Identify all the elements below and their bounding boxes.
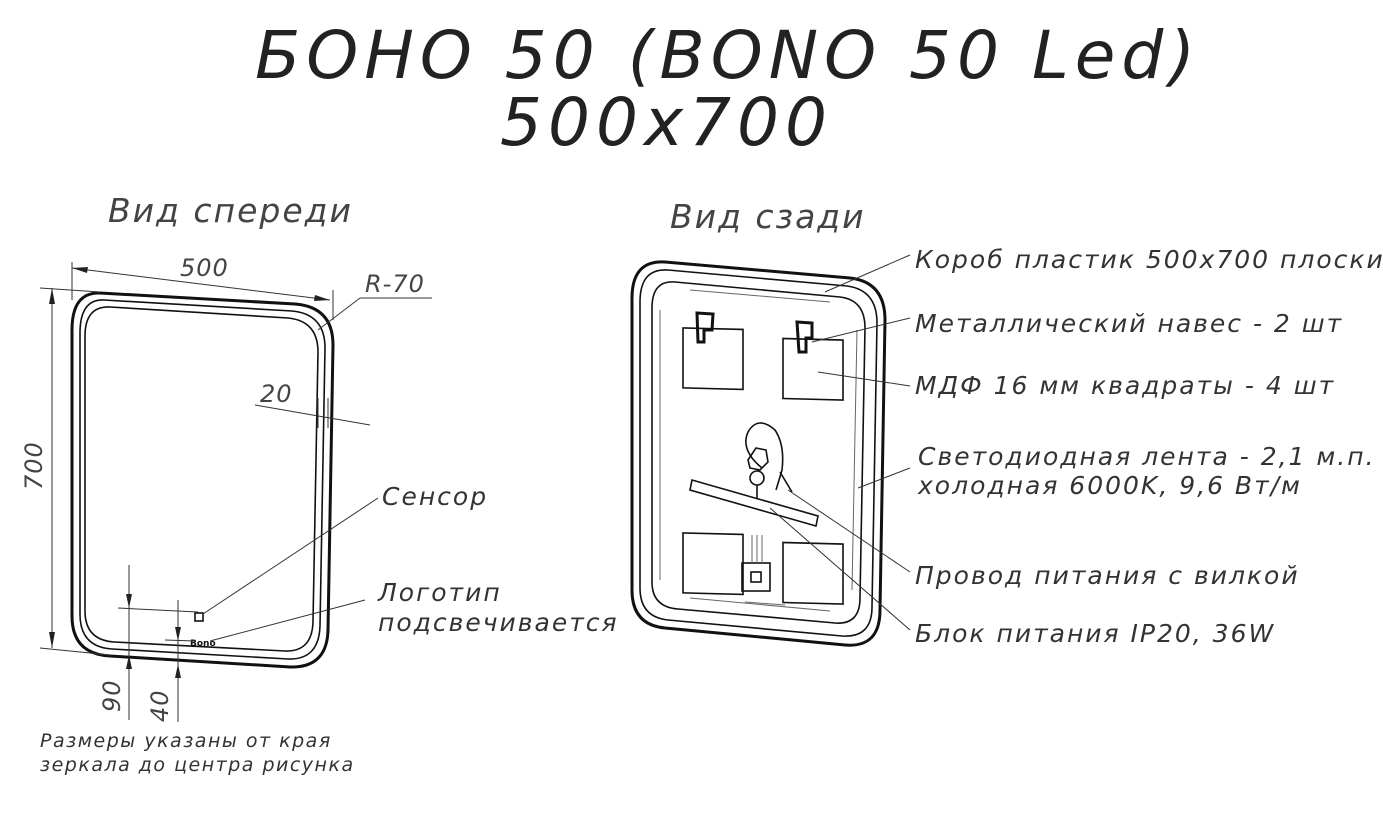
connector-box xyxy=(741,562,771,592)
dim-offsets: 90 40 xyxy=(98,565,199,722)
hanger-icon xyxy=(795,320,814,354)
dim-frame: 20 xyxy=(254,380,371,428)
label-logo-line2: подсвечивается xyxy=(378,608,619,637)
dim-radius-label: R-70 xyxy=(365,270,425,298)
plug-icon xyxy=(747,447,769,471)
dim-width: 500 xyxy=(71,254,334,320)
dim-logo-offset-label: 40 xyxy=(146,689,174,722)
callout-hanger: Металлический навес - 2 шт xyxy=(915,309,1343,338)
mdf-square xyxy=(782,541,844,605)
drawing-size: 500x700 xyxy=(500,84,833,161)
front-view-heading: Вид спереди xyxy=(108,191,353,230)
label-logo-line1: Логотип xyxy=(377,578,502,607)
drawing-title: БОНО 50 (BONO 50 Led) xyxy=(255,17,1201,94)
dim-height-label: 700 xyxy=(20,441,48,490)
sensor-icon xyxy=(194,612,204,622)
callout-led-line2: холодная 6000K, 9,6 Вт/м xyxy=(917,471,1302,500)
hanger-icon xyxy=(695,311,715,344)
back-view-heading: Вид сзади xyxy=(670,197,866,236)
mdf-square xyxy=(782,337,844,401)
dim-height: 700 xyxy=(20,287,111,656)
logo-icon: Bono xyxy=(190,639,216,649)
callout-mdf: МДФ 16 мм квадраты - 4 шт xyxy=(915,371,1335,400)
note-line2: зеркала до центра рисунка xyxy=(40,754,355,776)
back-mirror xyxy=(630,260,887,647)
dim-sensor-offset-label: 90 xyxy=(98,679,126,712)
label-sensor: Сенсор xyxy=(382,482,488,511)
front-mirror: Bono xyxy=(70,291,335,669)
front-callouts: Сенсор Логотип подсвечивается xyxy=(202,482,619,642)
power-supply xyxy=(689,478,819,528)
callout-box: Короб пластик 500x700 плоский xyxy=(915,245,1383,274)
back-callout-leaders xyxy=(769,254,911,631)
mdf-square xyxy=(682,327,744,391)
callout-psu: Блок питания IP20, 36W xyxy=(915,619,1275,648)
mdf-square xyxy=(682,532,744,596)
callout-led-line1: Светодиодная лента - 2,1 м.п. xyxy=(918,442,1376,471)
dim-width-label: 500 xyxy=(180,254,229,282)
note-line1: Размеры указаны от края xyxy=(40,730,332,752)
callout-cable: Провод питания с вилкой xyxy=(915,561,1300,590)
dim-radius: R-70 xyxy=(317,270,432,331)
dim-frame-label: 20 xyxy=(260,380,293,408)
power-cable xyxy=(745,422,784,491)
